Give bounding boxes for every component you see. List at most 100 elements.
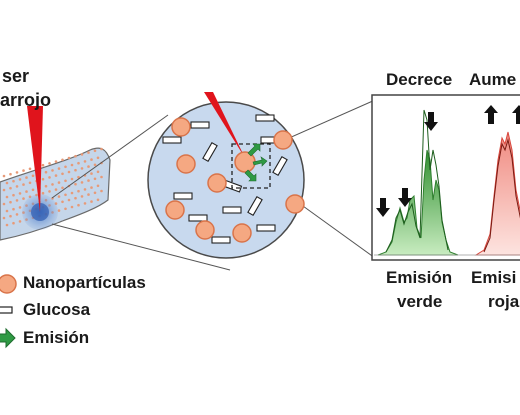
decrease-arrow-icons: [376, 112, 438, 217]
skin-dot: [64, 165, 67, 169]
skin-dot: [90, 186, 93, 189]
skin-dot: [70, 205, 74, 209]
skin-dot: [83, 188, 87, 191]
laser-label-line2: arrojo: [0, 90, 52, 110]
green-panel-title: Decrece: [386, 70, 453, 89]
skin-dot: [93, 149, 97, 153]
glucose-molecule-icon: [247, 195, 263, 217]
red-caption-line1: Emisi: [471, 268, 517, 287]
legend-glucose-label: Glucosa: [23, 300, 91, 319]
glucose-molecules: [162, 114, 288, 244]
skin-dot: [44, 170, 48, 174]
nanoparticle-icon: [232, 223, 252, 243]
skin-dot: [41, 163, 45, 167]
skin-dot: [96, 184, 100, 188]
skin-dot: [100, 175, 103, 179]
skin-dot: [57, 195, 61, 198]
red-caption-line2: roja: [488, 292, 520, 311]
nanoparticle-icon: [273, 130, 293, 150]
nanoparticle-icon: [207, 173, 227, 193]
skin-dot: [9, 200, 12, 204]
skin-dot: [48, 162, 51, 165]
skin-dot: [77, 189, 80, 193]
skin-dot: [80, 167, 84, 170]
skin-dot: [2, 188, 6, 192]
skin-dot: [57, 167, 61, 170]
skin-dot: [2, 202, 6, 206]
skin-dot: [2, 174, 6, 178]
skin-dot: [9, 186, 12, 190]
skin-dot: [18, 220, 22, 223]
skin-dot: [74, 182, 77, 186]
nanoparticle-icon: [195, 220, 215, 240]
skin-dot: [96, 156, 100, 160]
emission-region-box: [231, 143, 271, 189]
glucose-molecule-icon: [256, 224, 276, 232]
skin-dot: [87, 165, 90, 168]
skin-dot: [77, 203, 80, 207]
emission-arrows: [244, 143, 268, 182]
skin-dot: [22, 197, 25, 200]
skin-dot: [67, 170, 71, 174]
glucose-molecule-icon: [202, 141, 218, 163]
skin-dot: [12, 207, 15, 211]
skin-dot: [22, 169, 25, 172]
glucose-legend-icon: [0, 306, 13, 314]
skin-dot: [61, 172, 64, 176]
skin-dot: [28, 181, 32, 185]
skin-dot: [54, 188, 58, 191]
laser-label-line1: ser: [2, 66, 30, 86]
skin-dot: [93, 163, 97, 167]
glucose-molecule-icon: [255, 114, 275, 122]
skin-dot: [28, 167, 32, 171]
skin-dot: [18, 192, 22, 195]
skin-tissue: [0, 147, 111, 241]
skin-dot: [64, 207, 67, 211]
glucose-molecule-icon: [173, 192, 193, 200]
skin-dot: [67, 198, 71, 202]
skin-dot: [25, 190, 28, 193]
skin-dot: [15, 185, 19, 188]
nanoparticles: [165, 117, 305, 243]
nanoparticle-icon: [171, 117, 191, 137]
skin-dot: [87, 179, 90, 182]
glucose-molecule-icon: [162, 136, 182, 144]
skin-dot: [31, 174, 35, 178]
skin-dot: [18, 206, 22, 209]
nanoparticle-icon: [176, 154, 196, 174]
glucose-molecule-icon: [190, 121, 210, 129]
skin-dot: [18, 178, 22, 181]
skin-dot: [90, 200, 93, 203]
skin-dot: [70, 163, 74, 167]
skin-dot: [70, 191, 74, 195]
laser-beam-icon: [27, 106, 43, 212]
skin-dot: [15, 199, 19, 202]
legend-nanoparticles-label: Nanopartículas: [23, 273, 146, 292]
skin-dot: [12, 193, 15, 197]
skin-dot: [51, 169, 54, 172]
skin-dot: [5, 223, 9, 227]
skin-dot: [90, 158, 93, 161]
spectra-panel: [371, 94, 520, 261]
skin-dot: [41, 191, 45, 195]
skin-dot: [57, 209, 61, 212]
skin-dot: [31, 188, 35, 192]
skin-dot: [93, 191, 97, 195]
skin-dot: [74, 154, 77, 158]
skin-dot: [9, 172, 12, 176]
glucose-molecule-icon: [188, 214, 208, 222]
skin-dot: [44, 184, 48, 188]
skin-dot: [41, 177, 45, 181]
skin-dot: [54, 160, 58, 163]
green-caption-line1: Emisión: [386, 268, 453, 287]
skin-dot: [100, 147, 103, 151]
skin-dot: [96, 198, 100, 202]
skin-dot: [61, 186, 64, 190]
skin-dot: [77, 175, 80, 179]
green-caption-line2: verde: [397, 292, 443, 311]
skin-dot: [77, 161, 80, 165]
red-panel-title: Aume: [469, 70, 517, 89]
glucose-molecule-icon: [222, 206, 242, 214]
skin-dot: [2, 216, 6, 220]
